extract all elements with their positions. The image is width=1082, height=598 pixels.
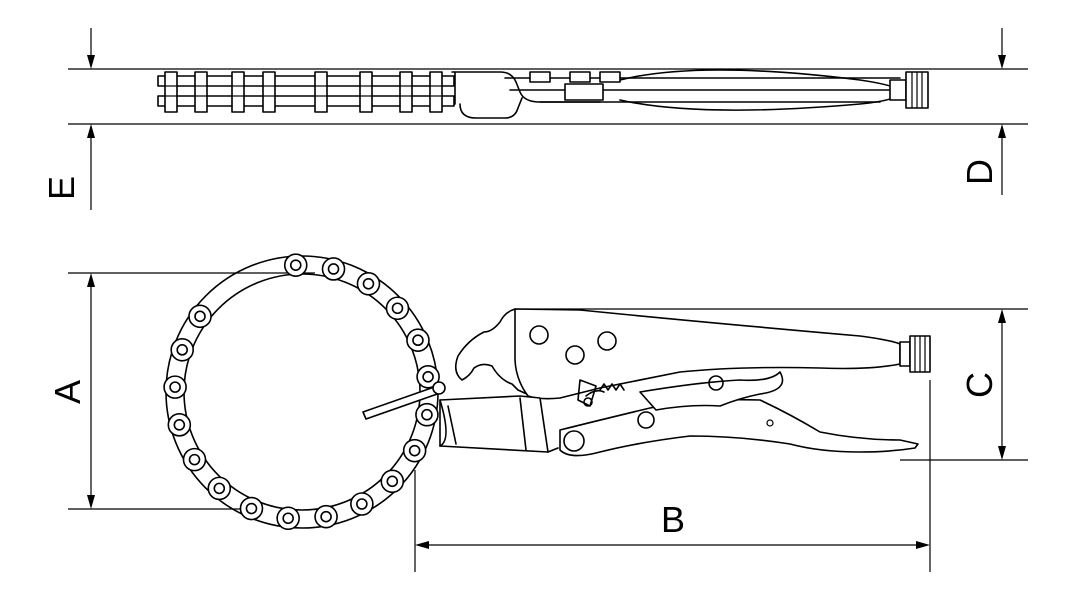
chain-link <box>167 413 192 437</box>
dimension-label-b: B <box>661 499 685 540</box>
front-view: A C B <box>47 253 1028 572</box>
dimension-c: C <box>959 309 1006 460</box>
chain-link <box>385 296 410 321</box>
plier-side-view <box>451 69 929 119</box>
lower-pivot <box>563 430 585 452</box>
chain-plate <box>399 71 413 113</box>
chain-plate <box>314 71 328 113</box>
dimension-label-a: A <box>47 380 88 404</box>
chain-link <box>207 476 232 501</box>
top-view: E D <box>41 28 1028 210</box>
lower-handle <box>559 398 919 457</box>
dimension-e: E <box>41 28 95 210</box>
chain-link <box>188 304 212 329</box>
adjusting-screw <box>899 341 911 367</box>
chain-side-view <box>157 71 455 113</box>
chain-link <box>314 504 338 529</box>
chain-link <box>406 328 430 353</box>
chain-plate <box>359 71 373 113</box>
dimension-label-c: C <box>959 372 1000 398</box>
chain-link <box>402 438 427 463</box>
chain-plate <box>164 71 178 113</box>
chain-plate <box>262 71 276 113</box>
plier-body <box>439 308 931 457</box>
chain-link <box>276 506 300 531</box>
chain-link <box>380 469 405 494</box>
chain-link <box>170 338 195 362</box>
chain-link <box>283 253 308 277</box>
dimension-a: A <box>47 273 95 509</box>
chain-link <box>416 364 440 389</box>
chain-loop <box>163 253 446 531</box>
chain-link <box>163 375 187 399</box>
dimension-label-d: D <box>959 159 1000 185</box>
chain-plate <box>194 71 208 113</box>
chain-plate <box>429 71 443 113</box>
chain-link <box>182 447 207 472</box>
chain-link <box>239 496 264 521</box>
dimension-label-e: E <box>41 176 82 200</box>
release-lever <box>639 371 784 411</box>
chain-link <box>321 257 346 281</box>
chain-plate <box>231 71 245 113</box>
chain-link <box>415 402 439 427</box>
dimension-b: B <box>415 499 930 549</box>
chain-link <box>356 271 381 296</box>
chain-link <box>350 492 374 516</box>
spring <box>577 379 625 407</box>
dimension-d: D <box>959 28 1006 195</box>
